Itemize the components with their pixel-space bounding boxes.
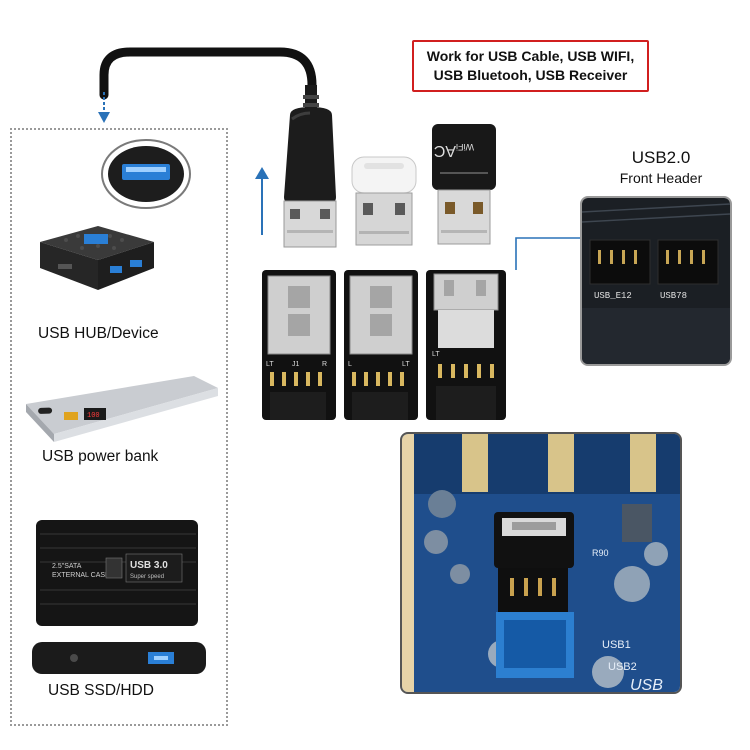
adapter1-label-right: R [322, 361, 327, 368]
board-r90-label: R90 [592, 548, 609, 558]
compatibility-callout: Work for USB Cable, USB WIFI, USB Blueto… [412, 40, 649, 92]
adapter1-label-left: LT [266, 361, 274, 368]
usb-wifi-dongle: WiFi AC [432, 124, 496, 245]
board-usb2-label: USB2 [608, 661, 637, 673]
label-usb-hub: USB HUB/Device [38, 325, 159, 342]
label-power-bank: USB power bank [42, 448, 159, 465]
adapter2-label-left: L [348, 361, 352, 368]
header-label-right: USB78 [660, 291, 687, 301]
usb-receiver-dongle [351, 156, 417, 246]
board-usb-label: USB [630, 677, 663, 692]
usb-port-closeup [101, 139, 191, 209]
callout-line-1: Work for USB Cable, USB WIFI, [426, 48, 635, 64]
arrow-up-icon [255, 167, 269, 235]
wifi-brand-text: WiFi [456, 142, 474, 152]
ssd-enclosure-image: 2.5"SATA EXTERNAL CASE USB 3.0 Super spe… [36, 520, 198, 626]
ssd-side-image [32, 642, 206, 674]
case-line-1: 2.5"SATA [52, 563, 82, 570]
front-header-photo: USB_E12 USB78 [580, 196, 732, 366]
arrow-down-icon [98, 92, 110, 123]
case-badge-sub: Super speed [130, 574, 164, 580]
device-panel [10, 128, 228, 726]
svg-text:100: 100 [87, 412, 100, 420]
adapter-board-2: L LT [344, 270, 418, 420]
wifi-ac-text: AC [434, 142, 456, 159]
connector-line [515, 237, 586, 270]
board-usb1-label: USB1 [602, 639, 631, 651]
power-bank-image: 100 [26, 376, 218, 442]
header-label-left: USB_E12 [594, 291, 632, 301]
usb-cable [99, 47, 317, 123]
adapter-board-3: LT [426, 270, 506, 420]
case-line-2: EXTERNAL CASE [52, 572, 110, 579]
case-badge: USB 3.0 [130, 560, 168, 571]
adapter-board-1: LT J1 R [262, 270, 336, 420]
usb-hub-image [40, 226, 154, 290]
header-title: USB2.0 [631, 148, 691, 167]
motherboard-install-photo: USB1 USB2 USB R90 [400, 432, 682, 694]
header-subtitle: Front Header [619, 170, 703, 186]
adapter3-label-left: LT [432, 351, 440, 358]
callout-line-2: USB Bluetooh, USB Receiver [433, 67, 628, 83]
usb-cable-plug [283, 85, 337, 248]
adapter1-label-mid: J1 [292, 361, 300, 368]
adapter2-label-right: LT [402, 361, 410, 368]
label-ssd-hdd: USB SSD/HDD [48, 682, 154, 699]
